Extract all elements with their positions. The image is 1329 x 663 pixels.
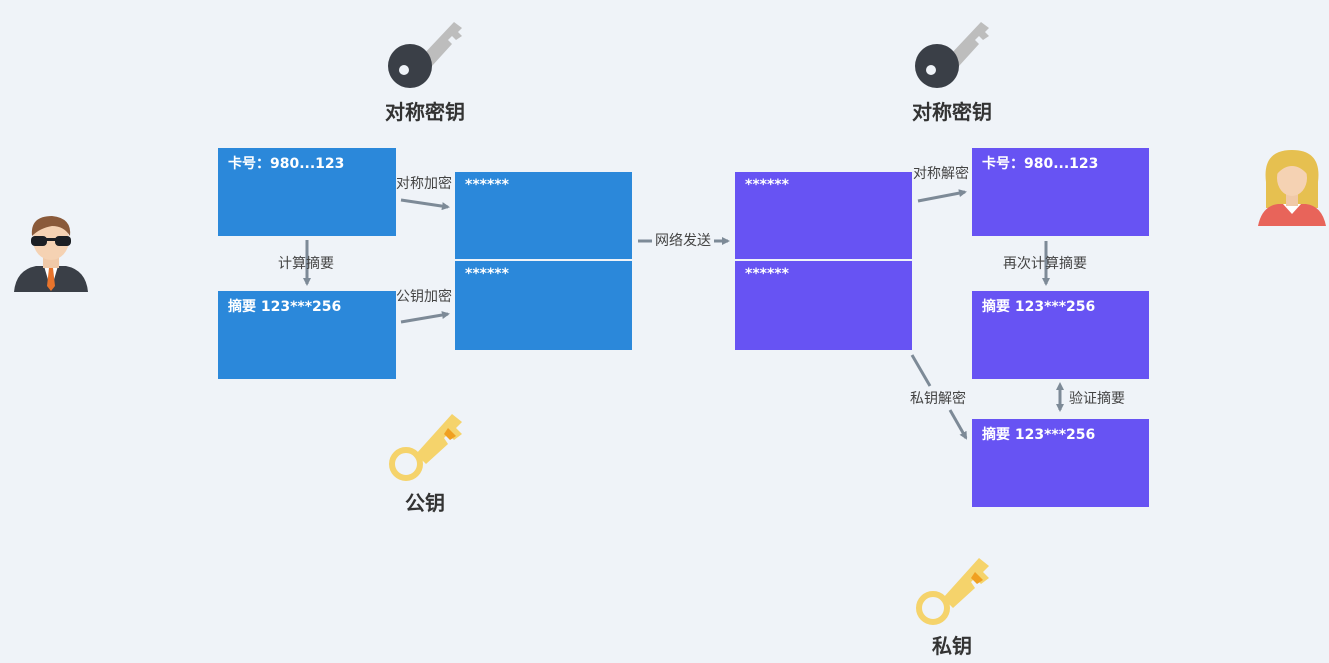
verify-digest-label: 验证摘要 — [1069, 391, 1125, 407]
private-key-icon — [916, 558, 989, 625]
left-symmetric-key-label: 对称密钥 — [385, 100, 465, 124]
arrow-priv-decrypt-bottom — [948, 409, 968, 440]
arrow-sym-decrypt — [917, 189, 967, 203]
receiver-symmetric-cipher-box: ****** — [735, 172, 912, 259]
recompute-digest-label: 再次计算摘要 — [1003, 256, 1087, 272]
sender-card-number-box: 卡号：980...123 — [218, 148, 396, 236]
symmetric-key-icon-right — [915, 22, 989, 88]
right-symmetric-key-label: 对称密钥 — [912, 100, 992, 124]
arrow-priv-decrypt-top — [910, 354, 932, 387]
network-send-label: 网络发送 — [655, 233, 711, 249]
sender-public-cipher-box: ****** — [455, 261, 632, 350]
private-key-label: 私钥 — [932, 634, 972, 658]
symmetric-key-icon-left — [388, 22, 462, 88]
public-encrypt-label: 公钥加密 — [396, 289, 452, 305]
symmetric-decrypt-label: 对称解密 — [913, 166, 969, 182]
woman-icon — [1258, 150, 1326, 226]
receiver-card-number-box: 卡号：980...123 — [972, 148, 1149, 236]
arrow-pub-encrypt — [400, 311, 450, 324]
arrow-sym-encrypt — [400, 198, 450, 211]
symmetric-encrypt-label: 对称加密 — [396, 176, 452, 192]
receiver-decrypted-digest-box: 摘要 123***256 — [972, 419, 1149, 507]
private-decrypt-label: 私钥解密 — [910, 391, 966, 407]
receiver-public-cipher-box: ****** — [735, 261, 912, 350]
sender-symmetric-cipher-box: ****** — [455, 172, 632, 259]
man-with-sunglasses-icon — [14, 216, 88, 292]
public-key-label: 公钥 — [405, 491, 445, 515]
public-key-icon — [389, 414, 462, 481]
compute-digest-label: 计算摘要 — [278, 256, 334, 272]
sender-digest-box: 摘要 123***256 — [218, 291, 396, 379]
receiver-digest-box: 摘要 123***256 — [972, 291, 1149, 379]
